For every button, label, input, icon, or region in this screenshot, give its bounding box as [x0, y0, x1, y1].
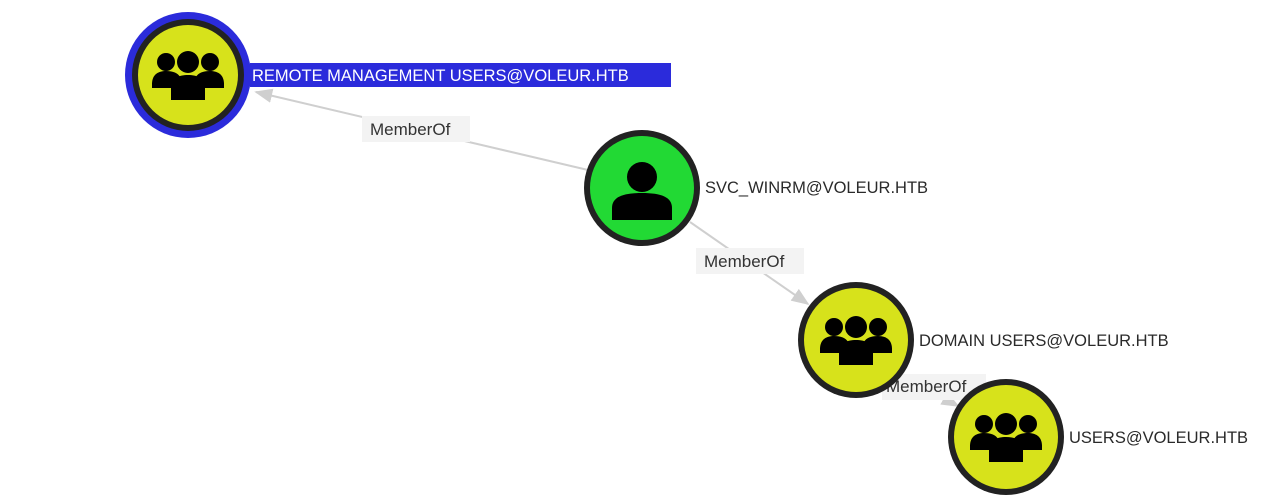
- edge-label-memberof: MemberOf: [886, 377, 967, 396]
- node-label-highlight: [250, 63, 671, 87]
- node-label: REMOTE MANAGEMENT USERS@VOLEUR.HTB: [252, 67, 629, 85]
- node-remote-management-users[interactable]: REMOTE MANAGEMENT USERS@VOLEUR.HTB: [125, 12, 671, 138]
- node-domain-users[interactable]: DOMAIN USERS@VOLEUR.HTB: [798, 282, 1169, 398]
- node-label: USERS@VOLEUR.HTB: [1069, 429, 1248, 447]
- edge-label-memberof: MemberOf: [370, 120, 451, 139]
- node-label: SVC_WINRM@VOLEUR.HTB: [705, 179, 928, 197]
- edge-svc-winrm-to-remote-management[interactable]: MemberOf: [254, 88, 589, 171]
- node-svc-winrm[interactable]: SVC_WINRM@VOLEUR.HTB: [584, 130, 928, 246]
- edge-svc-winrm-to-domain-users[interactable]: MemberOf: [689, 221, 810, 306]
- node-users[interactable]: USERS@VOLEUR.HTB: [948, 379, 1248, 495]
- edge-label-memberof: MemberOf: [704, 252, 785, 271]
- nodes-layer: REMOTE MANAGEMENT USERS@VOLEUR.HTB SVC_W…: [125, 12, 1248, 495]
- node-label: DOMAIN USERS@VOLEUR.HTB: [919, 332, 1169, 350]
